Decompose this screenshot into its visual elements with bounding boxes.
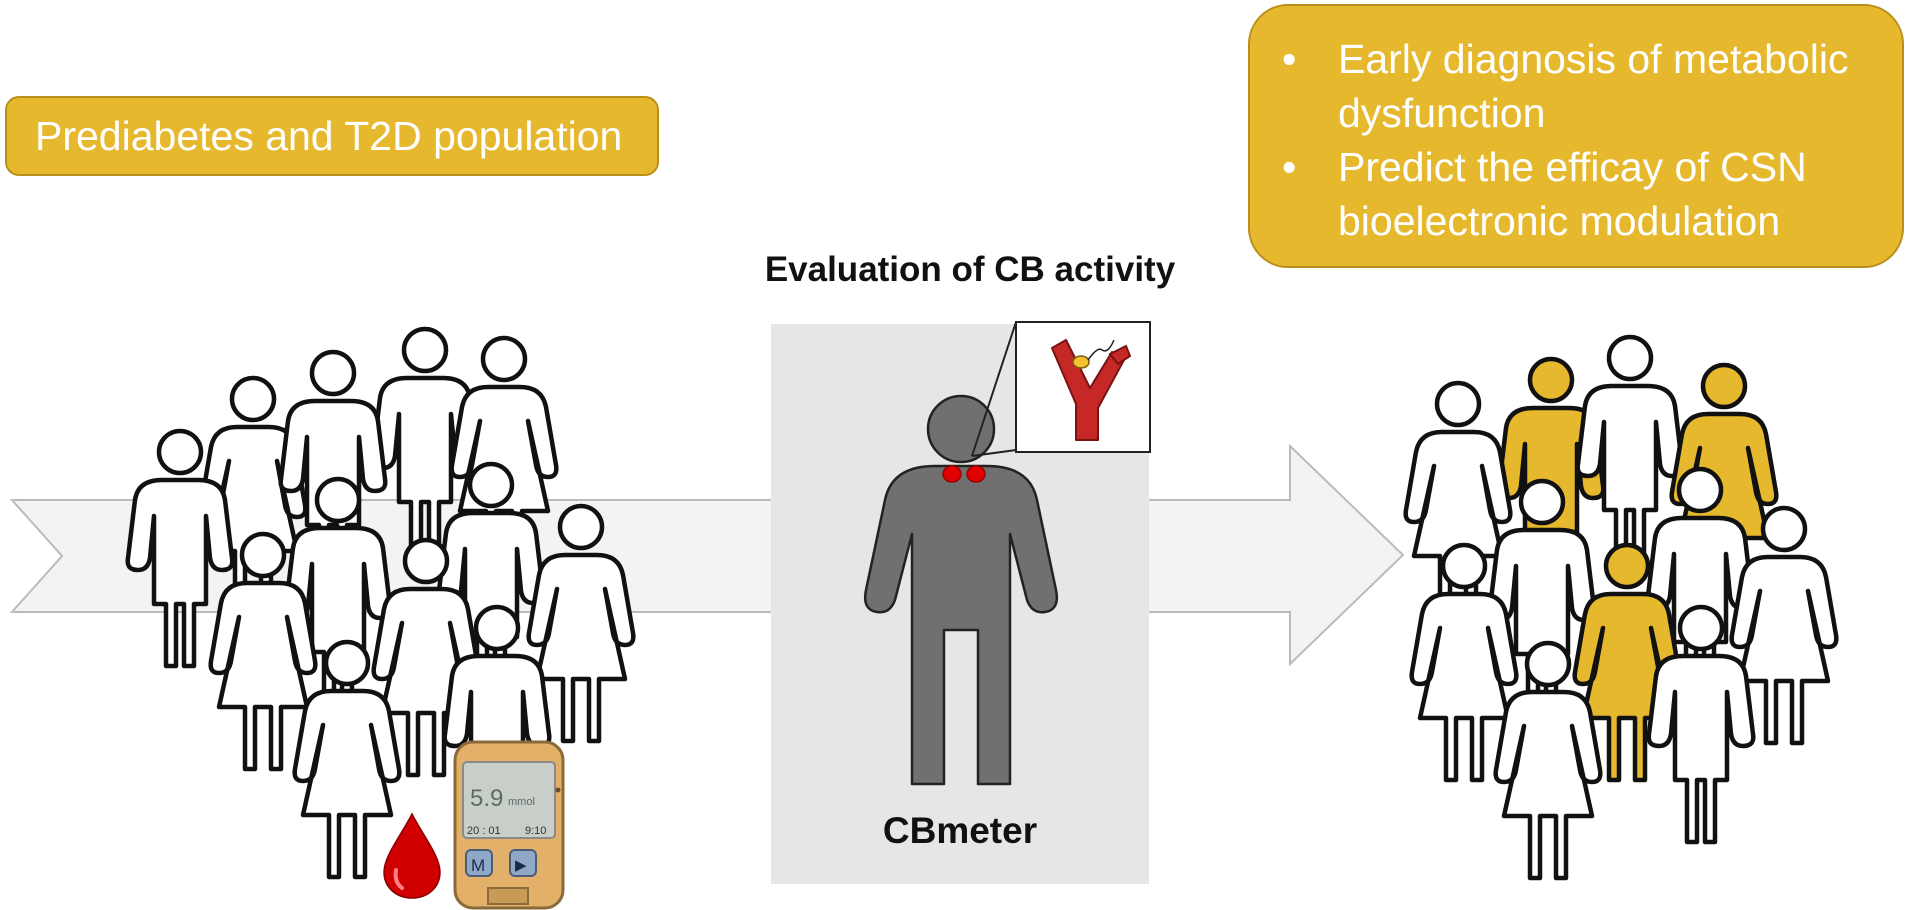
- evaluation-title: Evaluation of CB activity: [764, 250, 1176, 289]
- glucometer-date: 9:10: [525, 825, 546, 837]
- callout-line-2: [971, 449, 1017, 457]
- population-label: Prediabetes and T2D population: [35, 113, 623, 159]
- outcome-text: Predict the efficay of CSN bioelectronic…: [1338, 144, 1807, 244]
- callout-line: [971, 321, 1017, 457]
- glucometer-button-left: M: [471, 856, 485, 875]
- population-group-right: [1406, 337, 1837, 878]
- outcome-item: • Predict the efficay of CSN bioelectron…: [1250, 140, 1882, 248]
- population-label-box: Prediabetes and T2D population: [5, 96, 659, 176]
- outcomes-list: • Early diagnosis of metabolic dysfuncti…: [1250, 32, 1882, 248]
- outcome-item: • Early diagnosis of metabolic dysfuncti…: [1250, 32, 1882, 140]
- outcome-text: Early diagnosis of metabolic dysfunction: [1338, 36, 1849, 136]
- glucometer-reading: 5.9: [470, 785, 503, 812]
- blood-drop-icon: [383, 812, 441, 899]
- bullet: •: [1282, 36, 1297, 82]
- glucometer-time: 20 : 01: [467, 825, 501, 837]
- outcomes-box: • Early diagnosis of metabolic dysfuncti…: [1248, 4, 1904, 268]
- glucometer-icon: 5.9 mmol 20 : 01 9:10 M ▶: [453, 740, 565, 910]
- patient-figure: [863, 394, 1059, 786]
- electrode-right: [966, 465, 986, 483]
- device-label: CBmeter: [882, 810, 1038, 851]
- electrode-left: [942, 465, 962, 483]
- glucometer-unit: mmol: [508, 796, 535, 808]
- carotid-bifurcation-icon: [1051, 339, 1132, 441]
- glucometer-button-right: ▶: [515, 857, 527, 874]
- bullet: •: [1282, 144, 1297, 190]
